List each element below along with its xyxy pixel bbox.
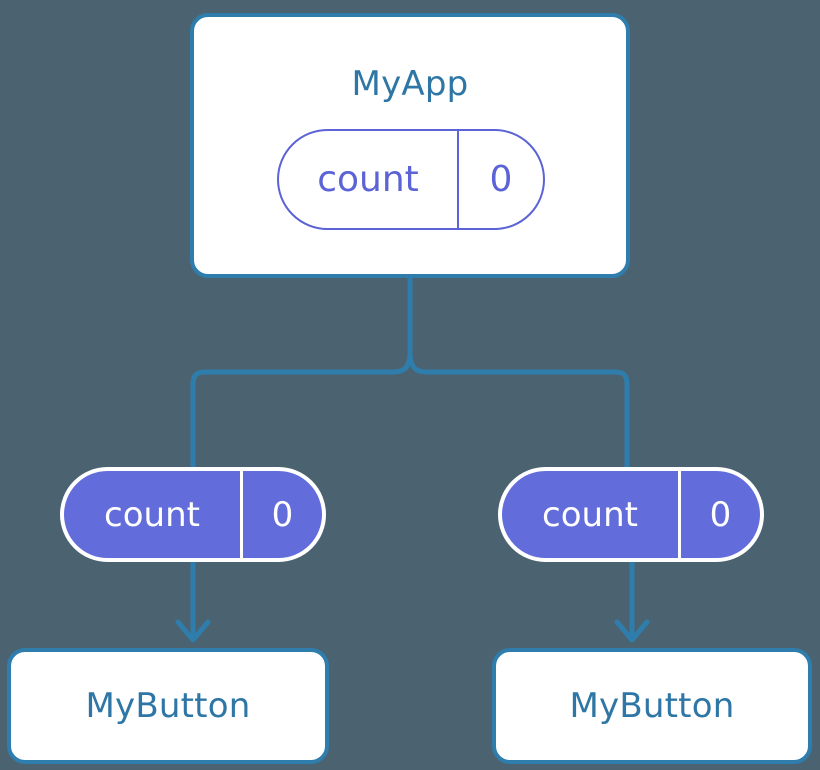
state-pill-root-key: count xyxy=(317,158,419,200)
arrow-head-left xyxy=(175,619,211,643)
component-title-myapp: MyApp xyxy=(351,64,469,104)
branch-line-left xyxy=(190,351,413,467)
component-box-mybutton-left[interactable]: MyButton xyxy=(7,648,329,764)
state-pill-branch-left-value: 0 xyxy=(240,471,322,558)
state-pill-branch-left-key: count xyxy=(104,494,200,535)
component-title-mybutton-left: MyButton xyxy=(85,686,251,726)
branch-line-right xyxy=(407,351,630,467)
component-box-mybutton-right[interactable]: MyButton xyxy=(492,648,812,764)
component-title-mybutton-right: MyButton xyxy=(569,686,735,726)
state-pill-branch-left[interactable]: count 0 xyxy=(60,467,326,562)
arrow-head-right xyxy=(614,619,650,643)
state-pill-branch-right-value: 0 xyxy=(678,471,760,558)
state-pill-branch-right[interactable]: count 0 xyxy=(498,467,764,562)
state-pill-root[interactable]: count 0 xyxy=(277,129,545,230)
state-pill-root-value: 0 xyxy=(457,131,543,228)
state-pill-branch-right-key: count xyxy=(542,494,638,535)
